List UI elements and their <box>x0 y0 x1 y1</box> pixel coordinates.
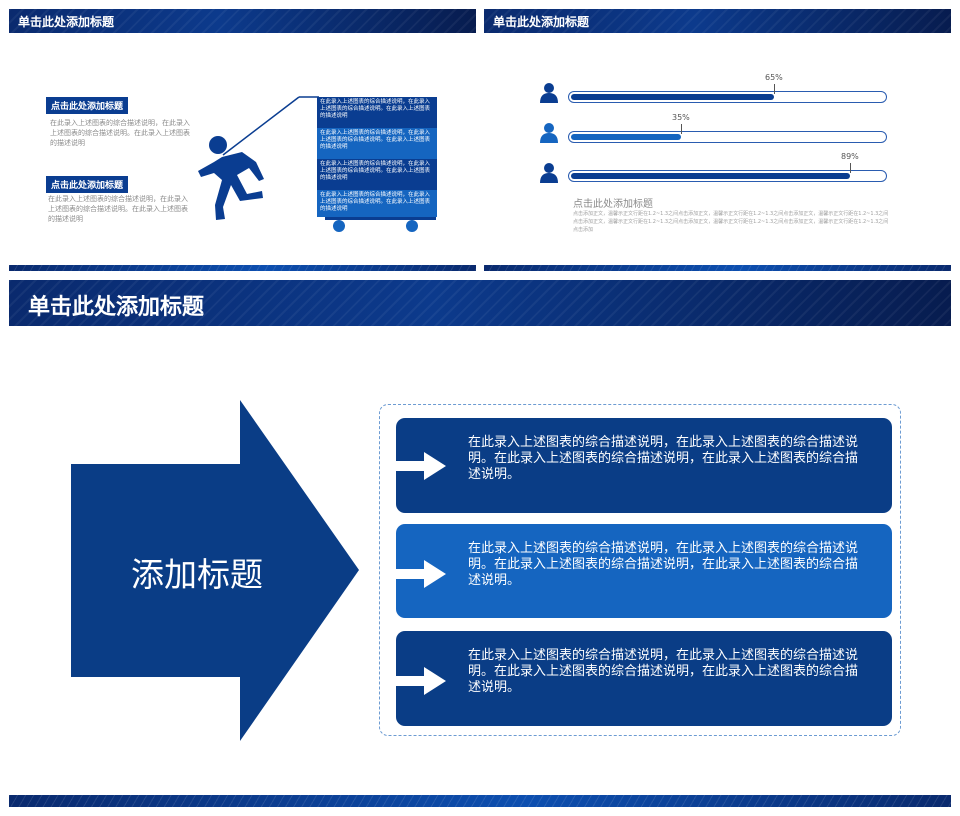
arrow-label: 添加标题 <box>131 555 263 594</box>
slide-title: 单击此处添加标题 <box>18 15 115 29</box>
panels-frame <box>379 404 901 736</box>
big-arrow-shape <box>71 400 359 741</box>
person-icon <box>540 83 558 103</box>
slide-thumbnail-progress-bars[interactable]: 单击此处添加标题 65% 35% 89% 点击此处添加标题 点击添加正文，温馨示正文… <box>484 9 951 271</box>
section-subtitle: 点击此处添加标题 <box>573 199 653 210</box>
description-text: 在此录入上述图表的综合描述说明，在此录入上述图表的综合描述说明。在此录入上述图表… <box>50 119 190 147</box>
cart-text-box: 在此录入上述图表的综合描述说明，在此录入上述图表的综合描述说明。在此录入上述图表… <box>317 128 437 159</box>
slide-footer-band <box>484 265 951 271</box>
description-text: 在此录入上述图表的综合描述说明，在此录入上述图表的综合描述说明。在此录入上述图表… <box>48 195 188 223</box>
progress-marker <box>850 163 851 173</box>
panel-text: 在此录入上述图表的综合描述说明，在此录入上述图表的综合描述说明。在此录入上述图表… <box>468 541 859 588</box>
person-icon <box>540 163 558 183</box>
progress-fill <box>571 94 774 100</box>
right-arrow-icon <box>396 667 446 695</box>
right-arrow-icon <box>396 560 446 588</box>
progress-fill <box>571 134 681 140</box>
slide-title: 单击此处添加标题 <box>493 15 590 29</box>
panel-text: 在此录入上述图表的综合描述说明，在此录入上述图表的综合描述说明。在此录入上述图表… <box>468 435 859 482</box>
description-panel: 在此录入上述图表的综合描述说明，在此录入上述图表的综合描述说明。在此录入上述图表… <box>396 631 892 726</box>
slide-header-band: 单击此处添加标题 <box>9 9 476 33</box>
person-icons <box>540 83 558 183</box>
slide-header-band: 单击此处添加标题 <box>9 280 951 326</box>
progress-percent-label: 35% <box>672 113 690 122</box>
body-text: 点击添加正文，温馨示正文行距在1.2~1.3之间点击添加正文，温馨示正文行距在1… <box>573 211 889 233</box>
cart-text-box: 在此录入上述图表的综合描述说明，在此录入上述图表的综合描述说明。在此录入上述图表… <box>317 190 437 217</box>
subheading-tag: 点击此处添加标题 <box>46 176 129 193</box>
progress-percent-label: 89% <box>841 152 859 161</box>
running-man-pulling-cart-icon <box>198 96 436 232</box>
cart-text-box: 在此录入上述图表的综合描述说明，在此录入上述图表的综合描述说明。在此录入上述图表… <box>317 97 437 128</box>
description-panel: 在此录入上述图表的综合描述说明，在此录入上述图表的综合描述说明。在此录入上述图表… <box>396 524 892 618</box>
panel-text: 在此录入上述图表的综合描述说明，在此录入上述图表的综合描述说明。在此录入上述图表… <box>468 648 859 695</box>
slide-header-band: 单击此处添加标题 <box>484 9 951 33</box>
progress-marker <box>774 84 775 94</box>
slide-footer-band <box>9 795 951 807</box>
main-slide: 单击此处添加标题 添加标题 在此录入上述图表的综合描述说明，在此录入上述图表的综… <box>9 280 951 807</box>
slide-footer-band <box>9 265 476 271</box>
slide-thumbnail-running-man[interactable]: 单击此处添加标题 点击此处添加标题 在此录入上述图表的综合描述说明，在此录入上述… <box>9 9 476 271</box>
progress-marker <box>681 124 682 134</box>
cart-text-box: 在此录入上述图表的综合描述说明，在此录入上述图表的综合描述说明。在此录入上述图表… <box>317 159 437 190</box>
progress-percent-label: 65% <box>765 73 783 82</box>
slide-title: 单击此处添加标题 <box>28 295 205 320</box>
subheading-tag: 点击此处添加标题 <box>46 97 129 114</box>
right-arrow-icon <box>396 452 446 480</box>
person-icon <box>540 123 558 143</box>
progress-fill <box>571 173 850 179</box>
description-panel: 在此录入上述图表的综合描述说明，在此录入上述图表的综合描述说明。在此录入上述图表… <box>396 418 892 513</box>
